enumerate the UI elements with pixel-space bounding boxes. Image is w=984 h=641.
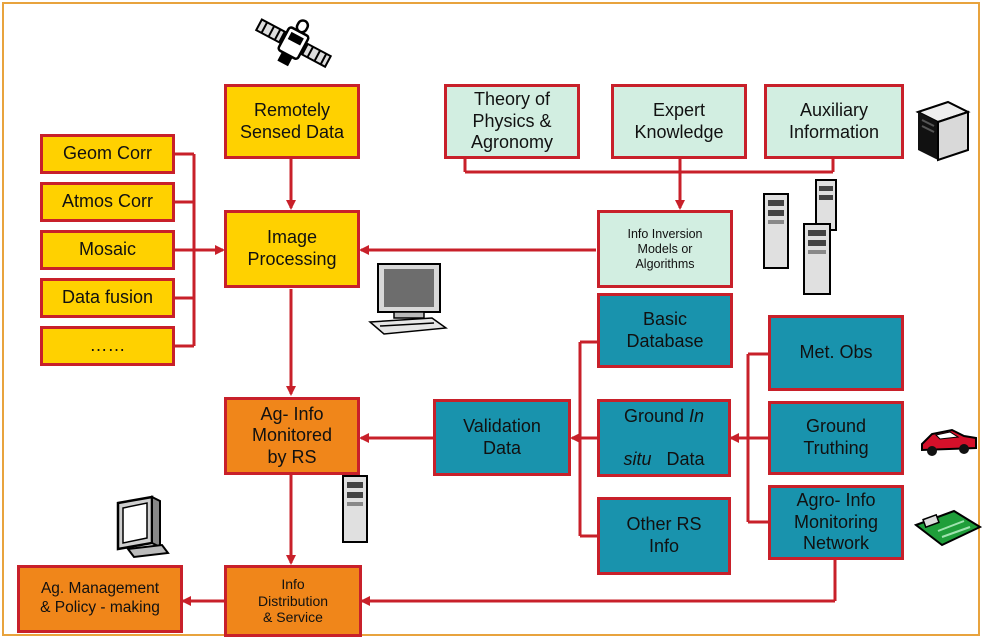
server-tower-group-icon	[763, 179, 837, 295]
node-ag-management-policy: Ag. Management & Policy - making	[17, 565, 183, 633]
node-ag-info-monitored: Ag- Info Monitored by RS	[224, 397, 360, 475]
node-data-fusion: Data fusion	[40, 278, 175, 318]
label-ground: Ground	[623, 405, 690, 426]
node-theory-of-physics: Theory of Physics & Agronomy	[444, 84, 580, 159]
node-atmos-corr: Atmos Corr	[40, 182, 175, 222]
node-basic-database: Basic Database	[597, 293, 733, 368]
node-ground-truthing: Ground Truthing	[768, 401, 904, 475]
node-validation-data: Validation Data	[433, 399, 571, 476]
node-met-obs: Met. Obs	[768, 315, 904, 391]
node-image-processing: Image Processing	[224, 210, 360, 288]
node-info-distribution: Info Distribution & Service	[224, 565, 362, 637]
node-info-inversion-models: Info Inversion Models or Algorithms	[597, 210, 733, 288]
node-auxiliary-information: Auxiliary Information	[764, 84, 904, 159]
desktop-computer-icon	[368, 263, 448, 335]
node-ellipsis: ……	[40, 326, 175, 366]
circuit-board-icon	[914, 509, 982, 547]
server-tower-icon	[763, 193, 789, 269]
server-tower-icon	[803, 223, 831, 295]
node-agro-info-monitoring-network: Agro- Info Monitoring Network	[768, 485, 904, 560]
monitor-icon	[116, 495, 170, 559]
label-in: In	[689, 405, 705, 426]
label-data: Data	[651, 448, 705, 469]
node-geom-corr: Geom Corr	[40, 134, 175, 174]
node-ground-in-situ-data: Ground In situ Data	[597, 399, 731, 477]
server-tower-icon	[342, 475, 368, 543]
node-mosaic: Mosaic	[40, 230, 175, 270]
server-tower-icon	[815, 179, 837, 231]
node-other-rs-info: Other RS Info	[597, 497, 731, 575]
ground-in-situ-line-1: Ground In	[600, 406, 728, 428]
ground-in-situ-line-2: situ Data	[600, 449, 728, 471]
label-situ: situ	[623, 448, 652, 469]
satellite-icon	[254, 18, 333, 69]
server-cube-icon	[915, 100, 971, 162]
car-icon	[921, 428, 977, 456]
node-remotely-sensed-data: Remotely Sensed Data	[224, 84, 360, 159]
node-expert-knowledge: Expert Knowledge	[611, 84, 747, 159]
